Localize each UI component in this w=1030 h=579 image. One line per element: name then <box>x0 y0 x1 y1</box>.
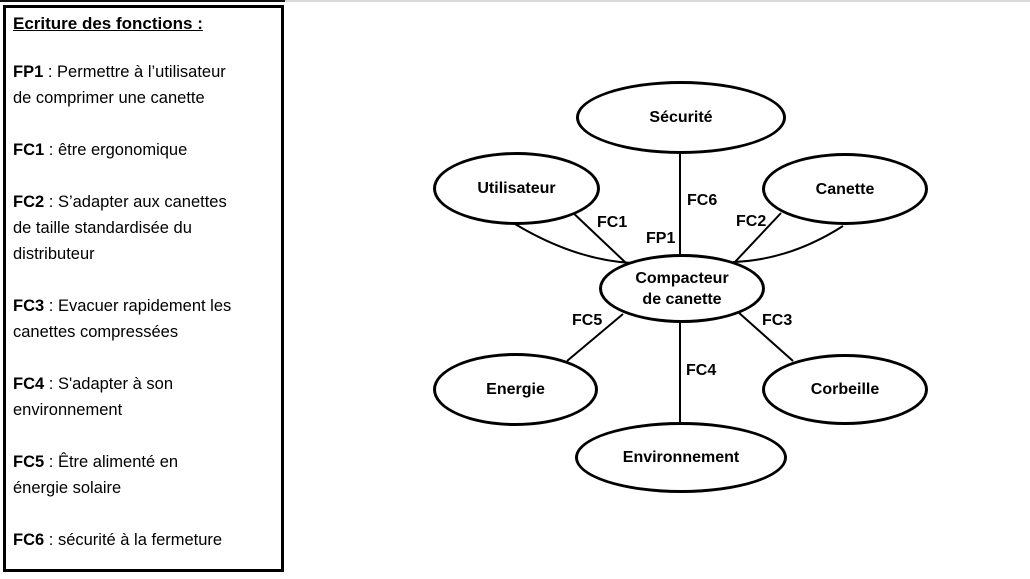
function-text-line: S'adapter à son <box>57 375 174 393</box>
link-label-fc6: FC6 <box>687 192 718 209</box>
separator: : <box>44 193 58 211</box>
legend-item-fc5: FC5 : Être alimenté en énergie solaire <box>13 449 277 501</box>
function-text-line: de taille standardisée du <box>13 219 192 237</box>
link-line-fp1-right <box>732 225 844 263</box>
function-code-fc3: FC3 <box>13 297 45 315</box>
separator: : <box>44 375 58 393</box>
function-text-line: S’adapter aux canettes <box>57 193 227 211</box>
function-text-line: Être alimenté en <box>57 453 179 471</box>
link-label-fc5: FC5 <box>572 312 603 329</box>
link-label-fc1: FC1 <box>597 214 628 231</box>
node-label: Canette <box>815 180 875 198</box>
link-label-fc2: FC2 <box>736 213 767 230</box>
function-code-fc5: FC5 <box>13 453 45 471</box>
link-label-fc4: FC4 <box>686 362 717 379</box>
top-edge-gray-line <box>285 0 1030 2</box>
node-label: Energie <box>486 381 545 398</box>
function-text-line: Evacuer rapidement les <box>57 297 232 315</box>
function-text-line: de comprimer une canette <box>13 89 205 107</box>
function-text-line: distributeur <box>13 245 95 263</box>
function-text-line: canettes compressées <box>13 323 179 341</box>
node-energie: Energie <box>433 353 598 426</box>
node-label: Utilisateur <box>477 180 556 197</box>
function-code-fc6: FC6 <box>13 531 45 549</box>
top-edge-dark-segment <box>0 0 285 2</box>
legend-item-fc4: FC4 : S'adapter à son environnement <box>13 371 277 423</box>
link-label-fc3: FC3 <box>762 312 793 329</box>
function-code-fp1: FP1 <box>13 63 44 81</box>
node-utilisateur: Utilisateur <box>433 152 600 225</box>
function-text-line: environnement <box>13 401 123 419</box>
function-text-line: énergie solaire <box>13 479 122 497</box>
node-label: Sécurité <box>649 109 713 126</box>
functions-legend-box: Ecriture des fonctions : FP1 : Permettre… <box>3 5 284 572</box>
legend-item-fc3: FC3 : Evacuer rapidement les canettes com… <box>13 293 277 345</box>
node-label-line: de canette <box>642 290 722 308</box>
node-compacteur-de-canette: Compacteur de canette <box>599 254 765 323</box>
node-securite: Sécurité <box>576 81 786 154</box>
legend-item-fc1: FC1 : être ergonomique <box>13 137 277 163</box>
function-code-fc1: FC1 <box>13 141 45 159</box>
separator: : <box>44 531 58 549</box>
function-text-line: être ergonomique <box>57 141 188 159</box>
legend-item-fp1: FP1 : Permettre à l’utilisateur de compri… <box>13 59 277 111</box>
legend-title-text: Ecriture des fonctions : <box>13 14 203 33</box>
node-label: Environnement <box>622 449 740 466</box>
function-code-fc2: FC2 <box>13 193 45 211</box>
legend-item-fc2: FC2 : S’adapter aux canettes de taille st… <box>13 189 277 267</box>
separator: : <box>44 453 58 471</box>
separator: : <box>43 63 58 81</box>
function-code-fc4: FC4 <box>13 375 45 393</box>
node-environnement: Environnement <box>575 422 787 493</box>
legend-item-fc6: FC6 : sécurité à la fermeture <box>13 527 277 553</box>
function-text-line: sécurité à la fermeture <box>57 531 223 549</box>
legend-title: Ecriture des fonctions : <box>13 11 277 37</box>
node-label: Corbeille <box>810 381 880 398</box>
separator: : <box>44 141 58 159</box>
node-corbeille: Corbeille <box>762 354 928 425</box>
node-canette: Canette <box>762 153 928 225</box>
node-label-line: Compacteur <box>635 269 729 287</box>
link-label-fp1: FP1 <box>646 230 676 247</box>
separator: : <box>44 297 58 315</box>
function-text-line: Permettre à l’utilisateur <box>57 63 226 81</box>
